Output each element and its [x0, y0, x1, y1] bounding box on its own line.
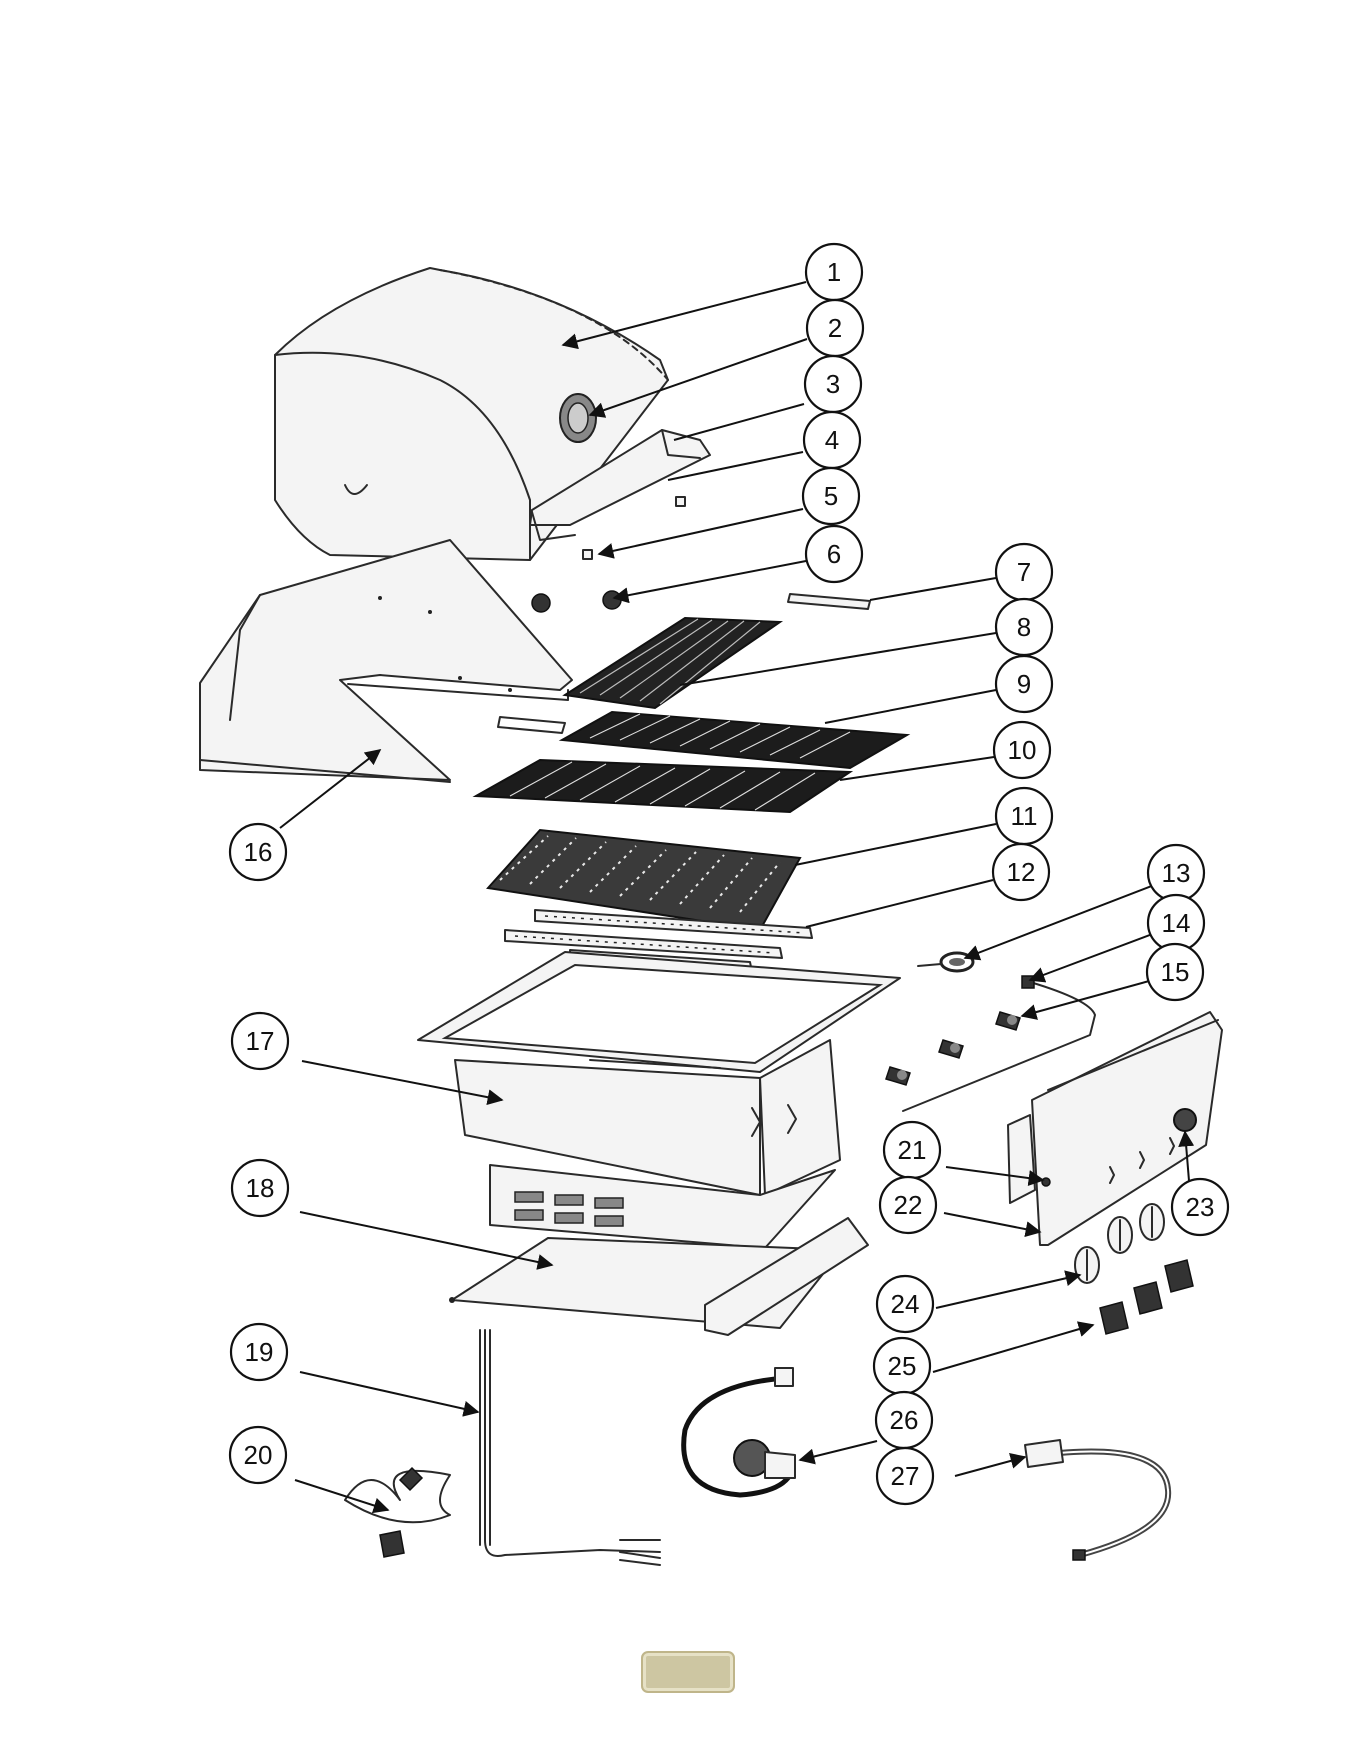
callout-21-label: 21	[898, 1135, 927, 1165]
callout-6-label: 6	[827, 539, 841, 569]
callout-2-label: 2	[828, 313, 842, 343]
side-burner-hose-part	[1025, 1440, 1168, 1560]
callout-12-label: 12	[1007, 857, 1036, 887]
callout-22-label: 22	[894, 1190, 923, 1220]
hinge-part	[532, 591, 621, 612]
callout-19-label: 19	[245, 1337, 274, 1367]
knob-part	[1100, 1260, 1193, 1334]
firebox-back-part	[200, 540, 572, 782]
callout-24: 24	[877, 1276, 933, 1332]
callout-20: 20	[230, 1427, 286, 1483]
igniter-part	[918, 953, 973, 971]
callout-17: 17	[232, 1013, 288, 1069]
valve-part-2	[939, 1040, 963, 1058]
callout-16: 16	[230, 824, 286, 880]
callout-16-label: 16	[244, 837, 273, 867]
callout-17-label: 17	[246, 1026, 275, 1056]
callout-13-label: 13	[1162, 858, 1191, 888]
callout-7: 7	[996, 544, 1052, 600]
callout-18: 18	[232, 1160, 288, 1216]
bumper-part	[583, 550, 592, 559]
callout-13: 13	[1148, 845, 1204, 901]
callout-15-label: 15	[1161, 957, 1190, 987]
regulator-hose-part	[684, 1368, 795, 1495]
callout-3-label: 3	[826, 369, 840, 399]
warming-rack-part	[565, 618, 780, 708]
firebox-part	[418, 952, 900, 1195]
callout-1: 1	[806, 244, 862, 300]
callout-24-label: 24	[891, 1289, 920, 1319]
callout-27-label: 27	[891, 1461, 920, 1491]
callout-9-label: 9	[1017, 669, 1031, 699]
callout-3: 3	[805, 356, 861, 412]
callout-10-label: 10	[1008, 735, 1037, 765]
callout-25-label: 25	[888, 1351, 917, 1381]
valve-part-1	[996, 1012, 1020, 1030]
callout-26: 26	[876, 1392, 932, 1448]
callout-5-label: 5	[824, 481, 838, 511]
callout-23-label: 23	[1186, 1192, 1215, 1222]
callout-12: 12	[993, 844, 1049, 900]
callout-11-label: 11	[1011, 801, 1038, 831]
callout-8: 8	[996, 599, 1052, 655]
callout-10: 10	[994, 722, 1050, 778]
callout-9: 9	[996, 656, 1052, 712]
callout-8-label: 8	[1017, 612, 1031, 642]
callout-14-label: 14	[1162, 908, 1191, 938]
callout-5: 5	[803, 468, 859, 524]
wire-harness-part	[480, 1330, 660, 1565]
callout-19: 19	[231, 1324, 287, 1380]
electronic-igniter-part	[345, 1468, 450, 1557]
page-number-tab	[641, 1651, 735, 1693]
callout-14: 14	[1148, 895, 1204, 951]
callout-7-label: 7	[1017, 557, 1031, 587]
valve-part-3	[886, 1067, 910, 1085]
callout-11: 11	[996, 788, 1052, 844]
thermometer-part	[560, 394, 596, 442]
callout-4-label: 4	[825, 425, 839, 455]
callout-15: 15	[1147, 944, 1203, 1000]
callout-4: 4	[804, 412, 860, 468]
cooking-grate-part	[476, 712, 907, 812]
lid-part	[275, 268, 668, 560]
callout-23: 23	[1172, 1179, 1228, 1235]
callout-18-label: 18	[246, 1173, 275, 1203]
callout-6: 6	[806, 526, 862, 582]
callout-25: 25	[874, 1338, 930, 1394]
callout-21: 21	[884, 1122, 940, 1178]
callout-27: 27	[877, 1448, 933, 1504]
callout-26-label: 26	[890, 1405, 919, 1435]
callout-1-label: 1	[827, 257, 841, 287]
heat-shield-part	[788, 594, 870, 609]
callout-2: 2	[807, 300, 863, 356]
callout-22: 22	[880, 1177, 936, 1233]
callout-20-label: 20	[244, 1440, 273, 1470]
bumper-part-2	[676, 497, 685, 506]
